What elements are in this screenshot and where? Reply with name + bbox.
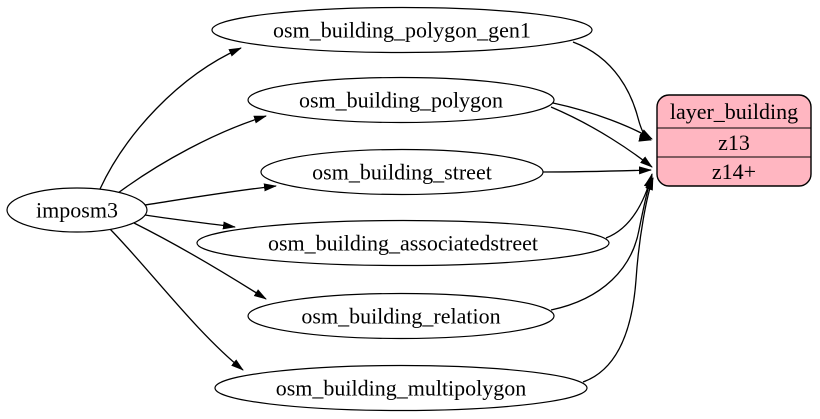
edge-imposm3-to-associatedstreet [144,214,236,230]
edge-multipolygon-to-z14 [582,177,654,383]
edge-imposm3-to-multipolygon [109,228,244,371]
multipolygon-ellipse [214,364,588,412]
node-osm-building-street: osm_building_street [260,148,544,196]
polygon-ellipse [247,76,555,124]
polygon-gen1-label: osm_building_polygon_gen1 [273,18,531,43]
edge-polygon-gen1-to-z13 [572,41,652,142]
node-imposm3: imposm3 [6,187,148,233]
edge-imposm3-to-street [144,183,277,206]
edge-imposm3-to-polygon-gen1 [99,47,242,190]
street-ellipse [260,148,544,196]
relation-ellipse [247,292,555,340]
node-osm-building-polygon: osm_building_polygon [247,76,555,124]
layer-building-row-z13: z13 [718,130,750,155]
street-label: osm_building_street [312,160,492,185]
layer-building-title: layer_building [670,99,798,124]
edge-group-imports [99,47,277,371]
edge-polygon-to-z13 [552,102,653,140]
associatedstreet-ellipse [196,219,610,267]
edge-street-to-z14 [542,166,652,175]
edge-imposm3-to-relation [133,222,267,300]
imposm3-ellipse [6,187,148,233]
edge-imposm3-to-polygon [117,115,267,194]
edge-group-layer [542,41,654,383]
edge-relation-to-z14 [550,175,653,311]
node-osm-building-polygon-gen1: osm_building_polygon_gen1 [211,6,593,54]
node-osm-building-relation: osm_building_relation [247,292,555,340]
imposm3-label: imposm3 [36,198,118,223]
node-layer-building: layer_building z13 z14+ [656,94,812,187]
node-osm-building-associatedstreet: osm_building_associatedstreet [196,219,610,267]
polygon-label: osm_building_polygon [299,88,503,113]
layer-building-box [656,94,812,187]
polygon-gen1-ellipse [211,6,593,54]
edge-polygon-to-z14 [550,106,653,168]
associatedstreet-label: osm_building_associatedstreet [268,231,538,256]
multipolygon-label: osm_building_multipolygon [276,376,527,401]
node-osm-building-multipolygon: osm_building_multipolygon [214,364,588,412]
layer-building-row-z14: z14+ [712,159,756,184]
relation-label: osm_building_relation [301,304,500,329]
